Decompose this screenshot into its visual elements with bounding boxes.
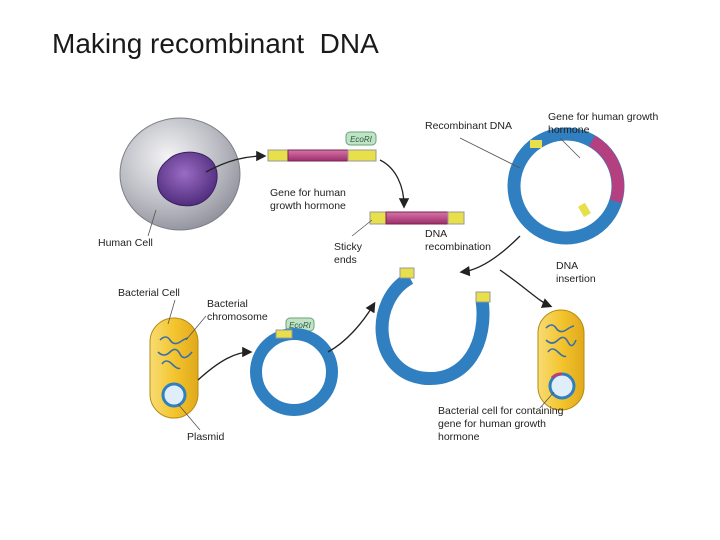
- label-dna-insertion: DNA insertion: [556, 260, 596, 285]
- page-title: Making recombinant DNA: [52, 28, 379, 59]
- label-dna-recombination: DNA recombination: [425, 228, 491, 253]
- gene-fragment-sticky: [369, 211, 465, 225]
- label-bacterial-chromosome: Bacterial chromosome: [207, 298, 268, 323]
- label-gene-mid: Gene for human growth hormone: [270, 187, 346, 212]
- ecori-label-top: EcoRI: [350, 135, 373, 144]
- process-arrows: [197, 150, 553, 381]
- label-bacterial-cell: Bacterial Cell: [118, 287, 180, 299]
- gene-fragment-top: [267, 149, 377, 162]
- bacterial-cell-left: [149, 317, 199, 419]
- bacterial-plasmid: [250, 328, 338, 416]
- leader-lines: [147, 137, 581, 431]
- label-recombinant-dna: Recombinant DNA: [425, 120, 512, 132]
- open-plasmid: [375, 267, 491, 385]
- ecori-enzyme-tag-top: EcoRI: [345, 131, 377, 146]
- label-sticky-ends: Sticky ends: [334, 241, 363, 266]
- label-gene-top-right: Gene for human growth hormone: [548, 111, 659, 136]
- bacterial-cell-right: [537, 309, 585, 411]
- label-human-cell: Human Cell: [98, 237, 153, 249]
- human-cell: [119, 117, 241, 231]
- ecori-label-bottom: EcoRI: [289, 321, 312, 330]
- label-bacterial-cell-containing: Bacterial cell for containing gene for h…: [438, 405, 564, 443]
- label-plasmid: Plasmid: [187, 431, 225, 443]
- recombinant-plasmid: [507, 127, 625, 245]
